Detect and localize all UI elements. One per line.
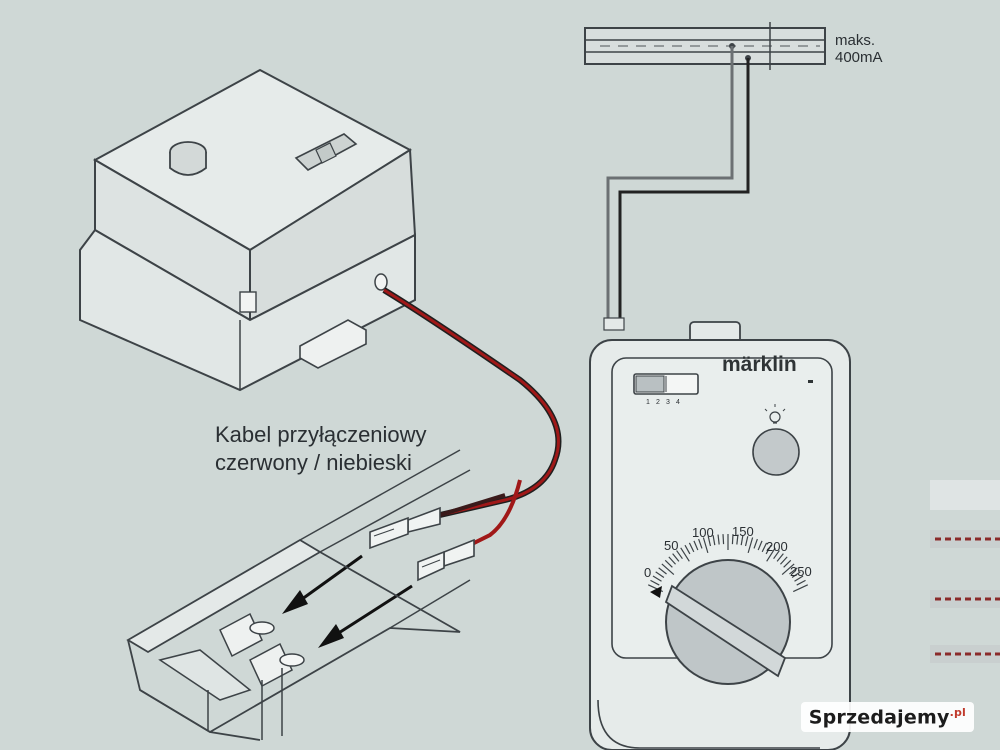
cable-label-line1: Kabel przyłączeniowy: [215, 422, 427, 447]
speed-label-150: 150: [732, 524, 754, 539]
track-segment: [584, 22, 826, 70]
speed-tick: [707, 536, 712, 547]
marklin-controller: [589, 321, 851, 750]
light-bulb-icon: [764, 404, 786, 424]
speed-label-250: 250: [790, 564, 812, 579]
speed-tick: [766, 547, 776, 562]
speed-tick: [650, 579, 660, 586]
speed-tick: [781, 563, 795, 575]
speed-tick: [783, 559, 792, 568]
speed-tick: [722, 534, 725, 545]
side-track-strips: [930, 480, 1000, 663]
speed-tick: [712, 535, 716, 546]
speed-tick: [753, 538, 758, 549]
spade-connector-red: [417, 538, 475, 582]
speed-tick: [684, 544, 691, 555]
zero-marker: [650, 586, 662, 598]
speed-tick: [794, 575, 804, 582]
speed-tick: [761, 542, 768, 553]
power-plug: [299, 319, 367, 369]
speed-tick: [776, 553, 784, 562]
speed-tick: [676, 550, 683, 560]
speed-label-50: 50: [664, 538, 678, 553]
track-connector-box: [126, 449, 471, 741]
light-button[interactable]: [752, 428, 800, 476]
controller-brand: märklin: [722, 353, 797, 376]
speed-tick: [658, 567, 667, 575]
watermark-text: Sprzedajemy: [808, 706, 950, 728]
controller-mark: [808, 380, 813, 383]
watermark: Sprzedajemy.pl: [800, 701, 974, 732]
track-limit-label-1: maks.: [835, 32, 875, 49]
speed-tick: [780, 556, 788, 565]
speed-tick: [693, 540, 699, 551]
speed-tick: [789, 567, 798, 575]
speed-tick: [688, 542, 695, 553]
speed-tick: [793, 584, 809, 593]
spade-connector-dark: [369, 506, 441, 550]
speed-tick: [744, 536, 749, 547]
speed-tick: [672, 553, 680, 562]
switch-pos-2: 2: [656, 399, 660, 406]
speed-tick: [668, 556, 676, 565]
speed-tick: [664, 559, 673, 568]
feeder-plug: [603, 317, 625, 331]
speed-tick: [698, 538, 703, 549]
feeder-wire-grey: [606, 46, 734, 322]
watermark-suffix: .pl: [949, 705, 966, 719]
speed-tick: [680, 547, 690, 562]
insert-arrows: [282, 554, 413, 648]
speed-tick: [655, 571, 665, 579]
track-limit-label-2: 400mA: [835, 49, 883, 66]
speed-tick: [765, 544, 772, 555]
speed-tick: [773, 550, 780, 560]
speed-tick: [661, 563, 675, 575]
switch-pos-1: 1: [646, 399, 650, 406]
power-unit-socket: [374, 273, 388, 291]
connection-cable: [369, 287, 562, 582]
speed-tick: [717, 534, 720, 545]
speed-tick: [702, 537, 709, 554]
speed-label-100: 100: [692, 525, 714, 540]
speed-tick: [740, 535, 744, 546]
speed-tick: [757, 540, 763, 551]
feeder-wire-black: [618, 58, 750, 322]
switch-pos-3: 3: [666, 399, 670, 406]
cable-label-line2: czerwony / niebieski: [215, 450, 412, 475]
speed-knob[interactable]: [664, 559, 791, 685]
switch-pos-4: 4: [676, 399, 680, 406]
speed-tick: [747, 537, 754, 554]
speed-tick: [731, 534, 734, 545]
speed-label-0: 0: [644, 565, 651, 580]
speed-tick: [736, 534, 739, 545]
mode-switch[interactable]: [633, 373, 699, 395]
speed-tick: [652, 575, 662, 582]
speed-tick: [791, 571, 801, 579]
speed-label-200: 200: [766, 539, 788, 554]
speed-tick: [796, 579, 806, 586]
power-unit: [79, 68, 417, 392]
